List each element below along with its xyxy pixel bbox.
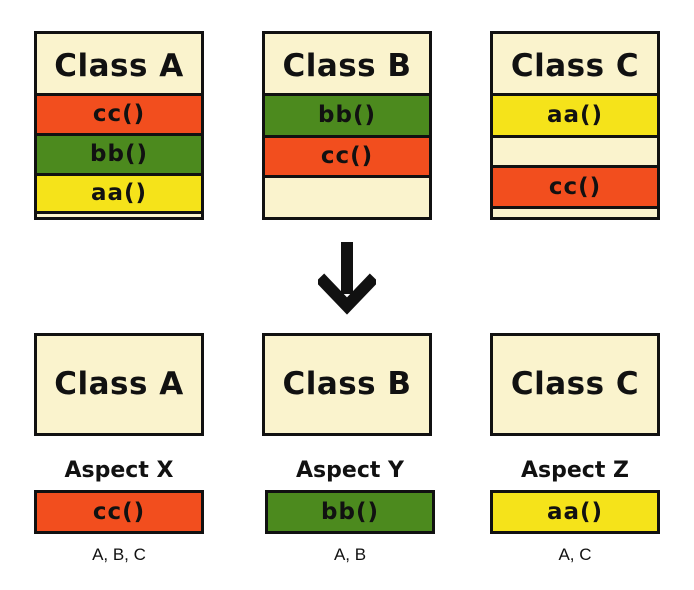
class-b-title-bottom: Class B (282, 366, 412, 402)
aspect-x-title: Aspect X (64, 458, 174, 483)
class-c-method-aa: aa() (493, 93, 657, 138)
class-a-title-bottom: Class A (54, 366, 184, 402)
aspect-z-title: Aspect Z (521, 458, 629, 483)
aspect-x-method: cc() (34, 490, 204, 534)
aspect-y-method: bb() (265, 490, 435, 534)
class-a-box-top: Class A cc() bb() aa() (34, 31, 204, 220)
class-a-method-aa: aa() (37, 176, 201, 214)
aspect-z-targets: A, C (558, 545, 592, 564)
class-c-box-bottom: Class C (490, 333, 660, 436)
aspect-y-title: Aspect Y (296, 458, 404, 483)
class-b-method-cc: cc() (265, 138, 429, 178)
aspect-z-method: aa() (490, 490, 660, 534)
aspect-x-targets: A, B, C (92, 545, 146, 564)
class-c-box-top: Class C aa() cc() (490, 31, 660, 220)
class-c-title: Class C (510, 48, 640, 84)
class-b-method-bb: bb() (265, 93, 429, 138)
class-a-box-bottom: Class A (34, 333, 204, 436)
class-a-method-cc: cc() (37, 93, 201, 136)
class-a-method-bb: bb() (37, 136, 201, 176)
class-b-title: Class B (282, 48, 412, 84)
down-arrow-icon (318, 242, 376, 315)
class-b-box-top: Class B bb() cc() (262, 31, 432, 220)
class-a-title: Class A (54, 48, 184, 84)
class-c-title-bottom: Class C (510, 366, 640, 402)
class-b-box-bottom: Class B (262, 333, 432, 436)
class-c-method-cc: cc() (493, 165, 657, 209)
aspect-y-targets: A, B (333, 545, 367, 564)
